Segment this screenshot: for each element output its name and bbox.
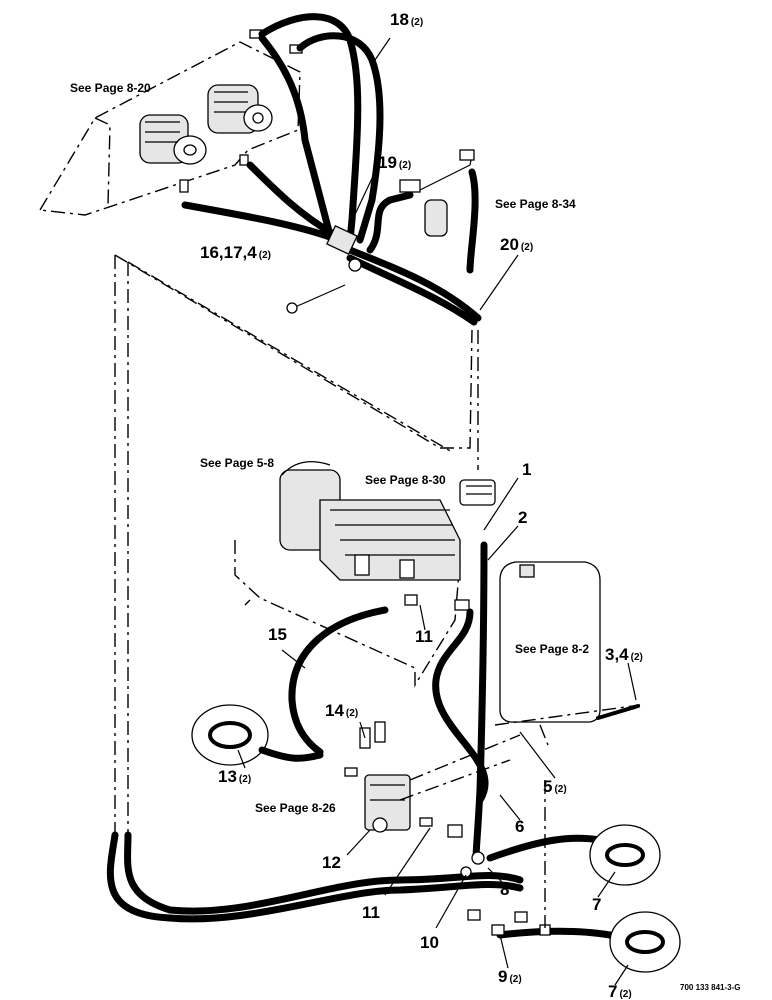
callout-9: 9(2)	[498, 967, 522, 986]
manifold-19	[326, 225, 362, 272]
top-fittings	[179, 29, 303, 193]
callout-7-upper: 7	[592, 895, 601, 914]
callout-19: 19(2)	[378, 153, 411, 172]
drawing-code: 700 133 841-3-G	[680, 983, 741, 992]
bolt-3	[596, 704, 640, 720]
callout-13: 13(2)	[218, 767, 251, 786]
callout-11-upper: 11	[415, 627, 433, 646]
part-callouts: 18(2) 19(2) 20(2) 16,17,4(2) 1 2 3,4(2) …	[200, 10, 643, 1000]
motor-left	[139, 114, 207, 165]
ref-page-5-8: See Page 5-8	[200, 456, 274, 470]
hydraulic-tank	[494, 561, 641, 746]
callout-11-lower: 11	[362, 903, 380, 922]
pump-assembly	[234, 461, 496, 688]
callout-16-17-4: 16,17,4(2)	[200, 243, 271, 262]
valve-block-12	[344, 721, 463, 838]
lower-hoses	[106, 541, 614, 939]
callout-15: 15	[268, 625, 287, 644]
ref-page-8-34: See Page 8-34	[495, 197, 576, 211]
callout-5: 5(2)	[543, 777, 567, 796]
bolt-16	[286, 284, 346, 314]
lower-fittings	[399, 734, 551, 936]
upper-hoses	[181, 13, 482, 326]
page-reference-labels: See Page 8-20 See Page 8-34 See Page 5-8…	[70, 81, 589, 815]
fuel-filter	[399, 149, 475, 237]
callout-14: 14(2)	[325, 701, 358, 720]
callout-1: 1	[522, 460, 531, 479]
callout-18: 18(2)	[390, 10, 423, 29]
top-mounting-plate	[38, 41, 301, 216]
callout-7-lower: 7(2)	[608, 982, 632, 1000]
callout-3-4: 3,4(2)	[605, 645, 643, 664]
callout-6: 6	[515, 817, 524, 836]
callout-8: 8	[500, 880, 509, 899]
callout-20: 20(2)	[500, 235, 533, 254]
callout-12: 12	[322, 853, 341, 872]
ref-page-8-26: See Page 8-26	[255, 801, 336, 815]
ref-page-8-30: See Page 8-30	[365, 473, 446, 487]
motor-right	[207, 84, 273, 134]
ref-page-8-20: See Page 8-20	[70, 81, 151, 95]
leader-lines	[237, 37, 637, 986]
ref-page-8-2: See Page 8-2	[515, 642, 589, 656]
callout-2: 2	[518, 508, 527, 527]
callout-10: 10	[420, 933, 439, 952]
hose-coils	[191, 704, 681, 973]
routing-frame	[114, 254, 479, 835]
